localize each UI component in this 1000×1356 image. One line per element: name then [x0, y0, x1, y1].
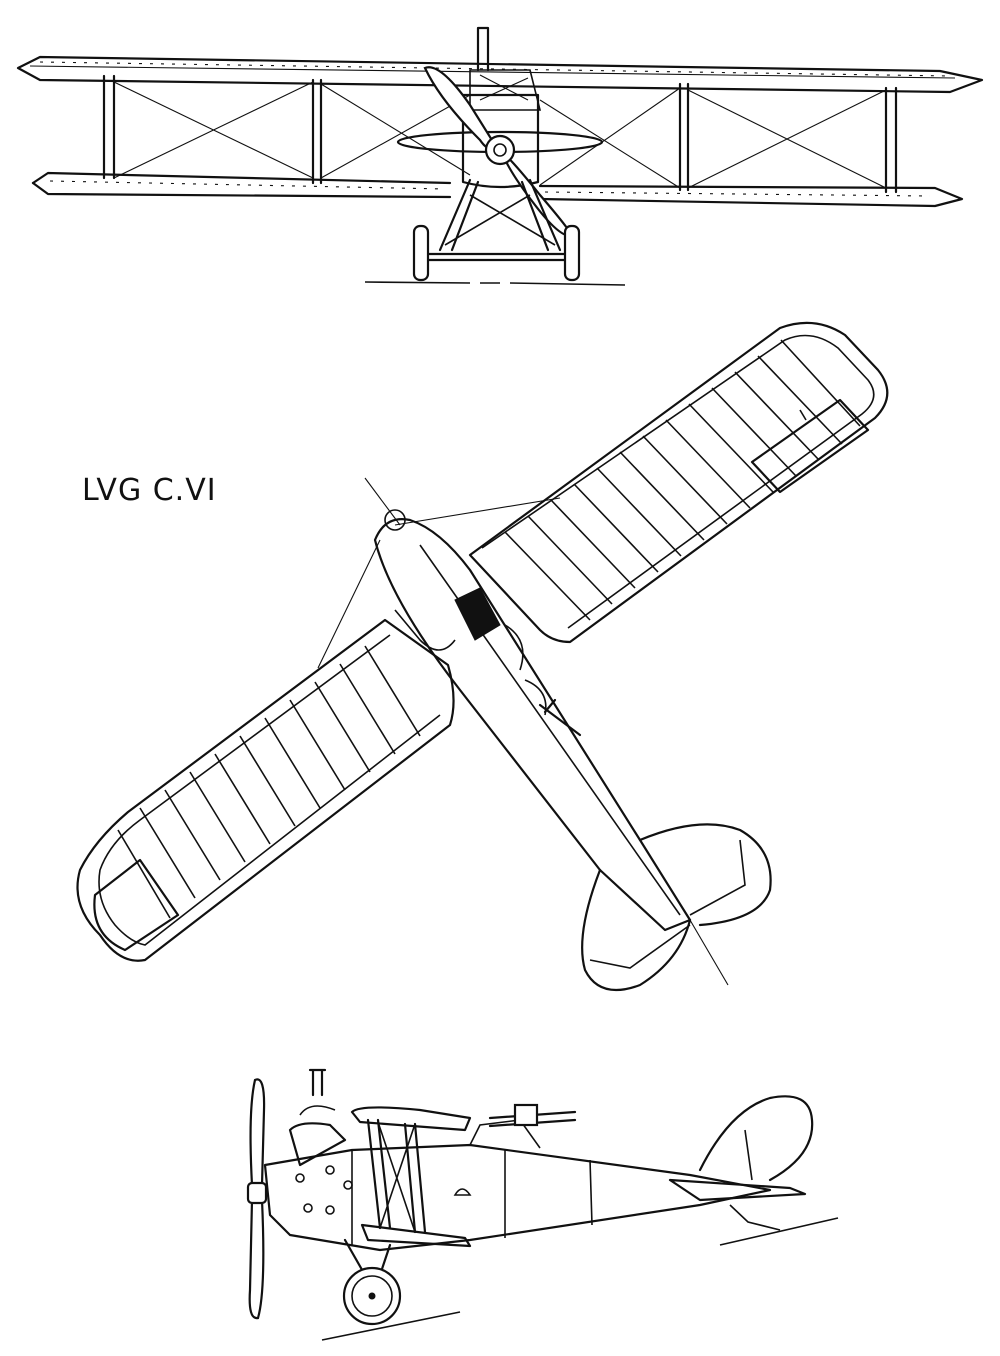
side-landing-gear [342, 1238, 402, 1326]
front-fuselage [396, 26, 604, 189]
front-lower-wing [31, 171, 964, 208]
drawing-title: LVG C.VI [82, 473, 217, 508]
side-fuselage [263, 1068, 772, 1252]
top-fuselage [317, 477, 692, 932]
side-tail [668, 1095, 814, 1231]
front-landing-gear [412, 178, 581, 282]
front-ground-line [364, 281, 626, 286]
side-machine-gun [488, 1103, 577, 1128]
front-bracing-wires [113, 81, 887, 189]
side-ground-line [321, 1311, 461, 1341]
top-right-wing [468, 321, 889, 644]
top-view: LVG C.VI [76, 321, 889, 992]
front-view [16, 26, 984, 286]
front-upper-wing [16, 55, 984, 94]
top-tailplane [581, 823, 772, 992]
side-tail-ground-line [719, 1217, 839, 1246]
side-wings [350, 1106, 472, 1248]
top-left-wing [76, 618, 455, 962]
side-view [246, 1068, 839, 1341]
side-propeller [246, 1078, 268, 1320]
front-interplane-struts [102, 74, 898, 194]
